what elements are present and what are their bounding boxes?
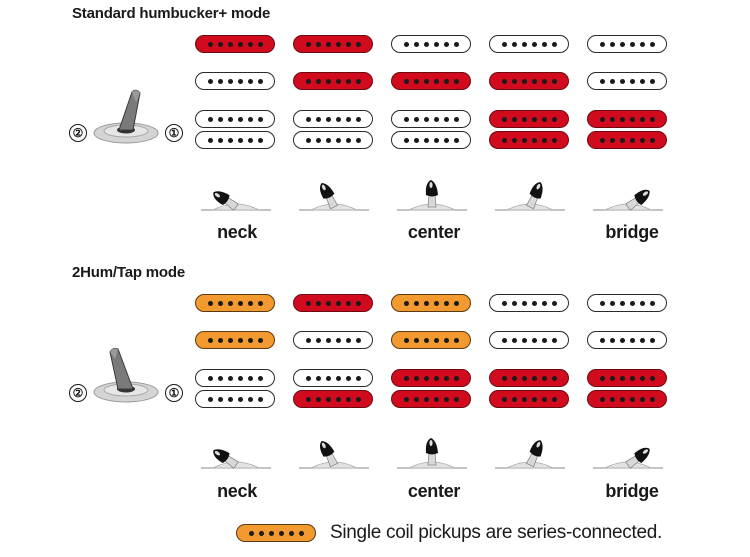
pickup-coil-red bbox=[587, 131, 667, 149]
pickup-coil-white bbox=[195, 131, 275, 149]
pickup-coil-white bbox=[489, 294, 569, 312]
pickup-coil-white bbox=[391, 110, 471, 128]
label-neck: neck bbox=[217, 222, 257, 242]
selector-lever-icon bbox=[593, 189, 663, 211]
selector-lever-icon bbox=[299, 182, 369, 211]
selector-lever-icon bbox=[201, 191, 271, 211]
label-bridge: bridge bbox=[605, 222, 659, 242]
pickup-coil-white bbox=[391, 131, 471, 149]
pickup-coil-white bbox=[195, 390, 275, 408]
label-neck: neck bbox=[217, 481, 257, 501]
selector-lever-icon bbox=[397, 180, 467, 211]
pickup-coil-white bbox=[195, 72, 275, 90]
pickup-coil-white bbox=[293, 131, 373, 149]
pickup-coil-red bbox=[293, 72, 373, 90]
pickup-coil-red bbox=[489, 390, 569, 408]
pickup-coil-red bbox=[391, 390, 471, 408]
pickup-coil-white bbox=[587, 35, 667, 53]
pickup-coil-orange bbox=[195, 331, 275, 349]
pickup-coil-white bbox=[391, 35, 471, 53]
toggle-switch-icon bbox=[93, 347, 159, 403]
pickup-coil-orange bbox=[391, 331, 471, 349]
label-center: center bbox=[407, 222, 461, 242]
pickup-coil-white bbox=[587, 331, 667, 349]
pickup-coil-red bbox=[587, 110, 667, 128]
pickup-coil-white bbox=[195, 110, 275, 128]
pickup-coil-red bbox=[489, 110, 569, 128]
pickup-coil-red bbox=[391, 72, 471, 90]
pickup-coil-white bbox=[195, 369, 275, 387]
section-2-title: 2Hum/Tap mode bbox=[72, 264, 185, 281]
section-1-title: Standard humbucker+ mode bbox=[72, 5, 271, 22]
legend-text: Single coil pickups are series-connected… bbox=[330, 522, 662, 543]
selector-lever-icon bbox=[593, 447, 663, 469]
pickup-coil-orange bbox=[195, 294, 275, 312]
selector-lever-icon bbox=[397, 438, 467, 469]
pickup-coil-red bbox=[489, 369, 569, 387]
position-1-marker: ① bbox=[165, 384, 183, 402]
pickup-coil-red bbox=[391, 369, 471, 387]
selector-lever-icon bbox=[299, 440, 369, 469]
position-2-marker: ② bbox=[69, 124, 87, 142]
position-2-marker: ② bbox=[69, 384, 87, 402]
pickup-coil-red bbox=[195, 35, 275, 53]
label-center: center bbox=[407, 481, 461, 501]
selector-lever-icon bbox=[201, 449, 271, 469]
pickup-coil-white bbox=[587, 294, 667, 312]
pickup-coil-white bbox=[293, 110, 373, 128]
selector-lever-icon bbox=[495, 440, 565, 469]
position-1-marker: ① bbox=[165, 124, 183, 142]
pickup-coil-red bbox=[293, 35, 373, 53]
toggle-switch-icon bbox=[93, 89, 159, 144]
pickup-coil-white bbox=[489, 331, 569, 349]
pickup-coil-red bbox=[587, 369, 667, 387]
pickup-coil-white bbox=[293, 331, 373, 349]
pickup-coil-white bbox=[587, 72, 667, 90]
selector-lever-icon bbox=[495, 182, 565, 211]
pickup-coil-red bbox=[587, 390, 667, 408]
pickup-coil-orange bbox=[391, 294, 471, 312]
pickup-coil-white bbox=[489, 35, 569, 53]
pickup-coil-red bbox=[489, 131, 569, 149]
pickup-coil-white bbox=[293, 369, 373, 387]
label-bridge: bridge bbox=[605, 481, 659, 501]
legend-swatch-series-single-coil bbox=[236, 524, 316, 542]
pickup-coil-red bbox=[489, 72, 569, 90]
pickup-coil-red bbox=[293, 294, 373, 312]
pickup-coil-red bbox=[293, 390, 373, 408]
